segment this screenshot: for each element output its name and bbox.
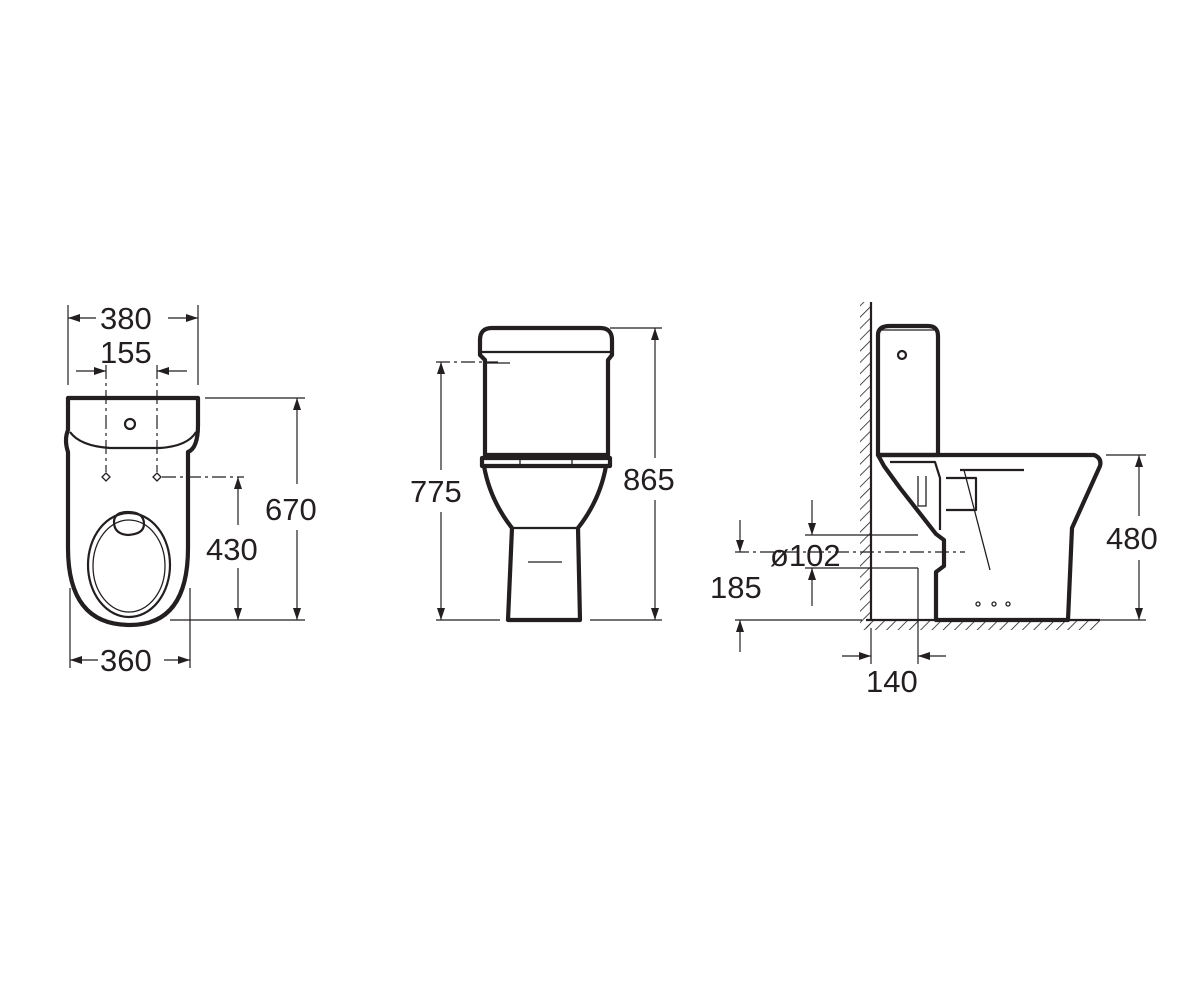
dim-hole-to-rear: 430 [206, 532, 258, 567]
side-cistern [875, 323, 941, 458]
dim-wall-offset: 140 [866, 664, 918, 699]
fixing-hole-right [152, 472, 162, 482]
dim-fixing-spacing: 155 [100, 335, 152, 370]
side-view: ø102 185 480 140 [710, 302, 1158, 699]
front-bowl [481, 463, 609, 623]
dim-base-width: 360 [100, 643, 152, 678]
top-view: 380 155 670 430 360 [63, 301, 317, 678]
fixing-hole-left [101, 472, 111, 482]
top-view-cistern-edge [69, 431, 197, 450]
side-bowl [875, 452, 1103, 623]
floor-hatch [866, 620, 1100, 630]
flush-button-hole [123, 417, 137, 431]
top-view-bowl-outline [63, 395, 201, 628]
dim-overall-depth: 670 [265, 492, 317, 527]
front-view: 775 865 [410, 325, 675, 623]
dim-seat-height-total: 775 [410, 474, 462, 509]
front-cistern [477, 325, 615, 458]
front-seat [479, 455, 613, 469]
rim-mark [112, 510, 146, 537]
dim-outlet-diameter: ø102 [770, 538, 841, 573]
seat-inner [92, 519, 166, 613]
dim-outlet-height: 185 [710, 570, 762, 605]
dim-overall-height: 865 [623, 462, 675, 497]
wall-hatch [860, 302, 871, 630]
seat-outer [86, 511, 172, 619]
dim-overall-width: 380 [100, 301, 152, 336]
dim-bowl-height: 480 [1106, 521, 1158, 556]
